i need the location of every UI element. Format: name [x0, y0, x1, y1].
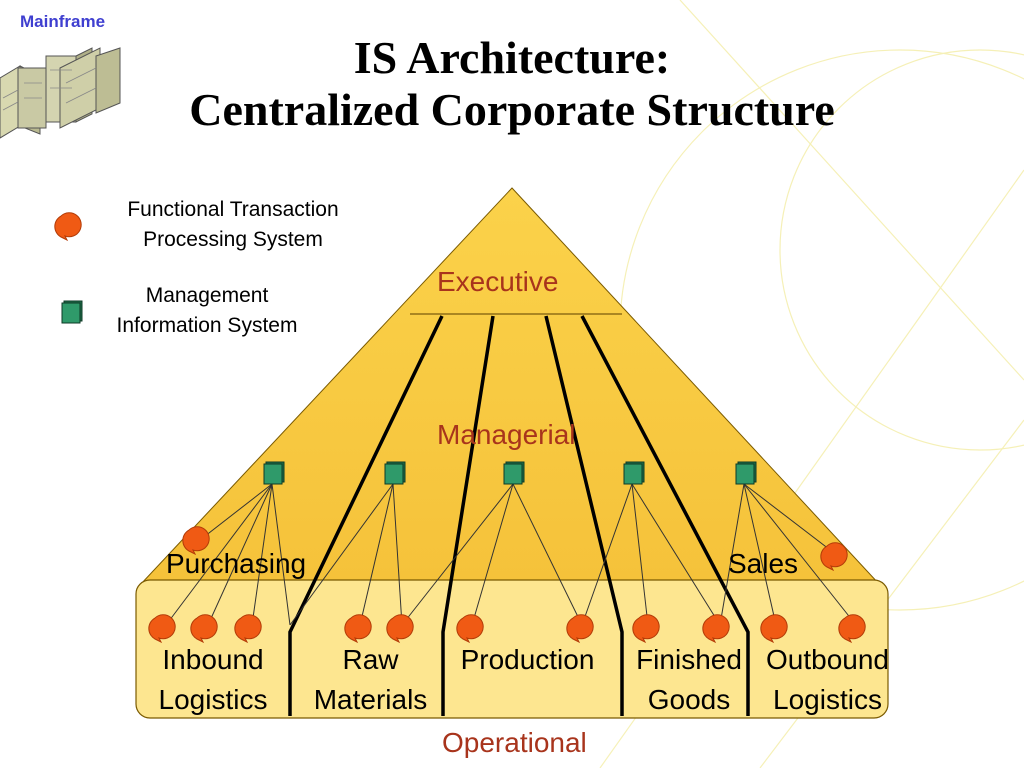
- executive-lines: [288, 315, 750, 716]
- mis-node-icon: [735, 461, 757, 485]
- title-line-1: IS Architecture:: [353, 32, 671, 83]
- level-operational: Operational: [442, 727, 587, 758]
- page-title: IS Architecture: Centralized Corporate S…: [0, 32, 1024, 136]
- operational-band: [135, 579, 889, 719]
- function-label: Logistics: [773, 684, 882, 715]
- mis-connections: [165, 483, 857, 626]
- function-label: Logistics: [158, 684, 268, 715]
- title-line-2: Centralized Corporate Structure: [189, 84, 835, 135]
- function-outbound-logistics: Outbound Logistics: [750, 640, 905, 720]
- mainframe-icon: [0, 47, 121, 139]
- mis-node-icon: [503, 461, 525, 485]
- function-raw-materials: Raw Materials: [298, 640, 443, 720]
- legend-tps-label: Functional Transaction Processing System: [98, 195, 368, 255]
- department-purchasing: Purchasing: [166, 548, 307, 579]
- function-label: Outbound: [766, 644, 889, 675]
- department-sales: Sales: [728, 548, 799, 579]
- function-label: Inbound: [162, 644, 264, 675]
- mainframe-label: Mainframe: [20, 12, 106, 31]
- mis-node-icon: [263, 461, 285, 485]
- function-inbound-logistics: Inbound Logistics: [143, 640, 283, 720]
- function-label: Finished: [636, 644, 742, 675]
- legend-mis-icon: [61, 300, 83, 324]
- mis-node-icon: [623, 461, 645, 485]
- function-production: Production: [445, 640, 610, 680]
- mis-node-icon: [384, 461, 406, 485]
- legend-mis-line-2: Information System: [116, 314, 298, 337]
- function-label: Production: [460, 644, 595, 675]
- legend-tps-line-1: Functional Transaction: [127, 198, 339, 221]
- function-finished-goods: Finished Goods: [624, 640, 754, 720]
- legend-tps-icon: [54, 212, 82, 241]
- legend-mis-label: Management Information System: [92, 281, 322, 341]
- function-label: Goods: [647, 684, 731, 715]
- level-executive: Executive: [437, 266, 559, 297]
- function-label: Raw: [342, 644, 399, 675]
- function-label: Materials: [313, 684, 428, 715]
- legend-mis-line-1: Management: [145, 284, 269, 307]
- level-managerial: Managerial: [437, 419, 576, 450]
- legend-tps-line-2: Processing System: [143, 228, 323, 251]
